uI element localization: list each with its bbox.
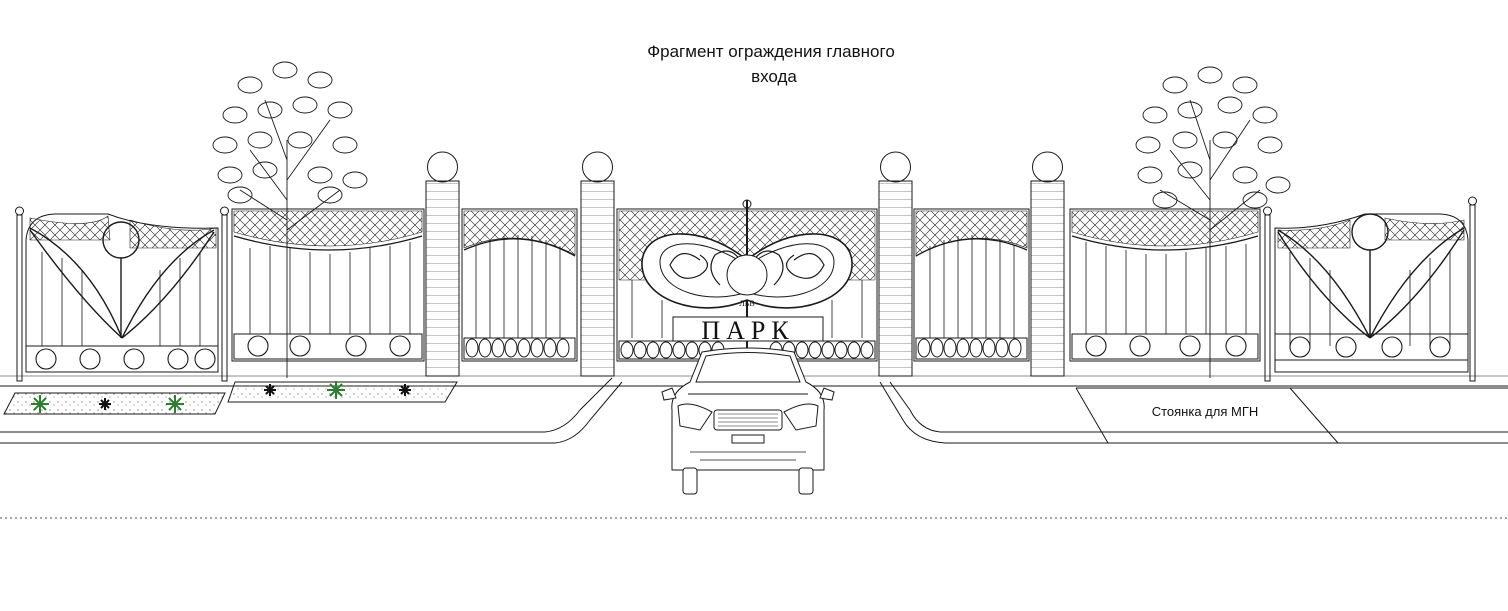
shrub-green-1	[31, 395, 49, 413]
gate-small-sign: ЛЬВ	[739, 299, 754, 308]
ground-lines	[0, 375, 1508, 519]
tree-left	[212, 61, 368, 378]
fence-panel-left-2	[231, 208, 425, 362]
title-line-1: Фрагмент ограждения главного	[647, 42, 895, 61]
pillar-2	[580, 151, 615, 377]
pillar-1	[425, 151, 460, 377]
flower-bed-left	[3, 381, 458, 415]
fence-panel-left-end	[15, 206, 229, 382]
park-sign: ПАРК	[701, 316, 794, 345]
fence-panel-right-2	[1069, 208, 1261, 362]
parking-label: Стоянка для МГН	[1152, 404, 1259, 419]
shrub-green-2	[166, 395, 184, 413]
mgn-parking: Стоянка для МГН	[1075, 387, 1508, 444]
title-line-2: входа	[751, 67, 797, 86]
fence-panel-right-3	[913, 208, 1030, 362]
drawing-title: Фрагмент ограждения главного входа	[647, 42, 895, 86]
pillar-3	[878, 151, 913, 377]
shrub-dark-1	[99, 398, 111, 410]
fence-panel-right-end	[1263, 196, 1477, 382]
shrub-green-3	[327, 381, 345, 399]
shrub-dark-3	[399, 384, 411, 396]
central-gate: ЛЬВ ПАРК	[616, 199, 878, 372]
car-front-view	[661, 347, 835, 495]
pillar-4	[1030, 151, 1065, 377]
fence-panel-left-3	[461, 208, 578, 362]
shrubs	[31, 381, 411, 413]
tree-right	[1135, 66, 1291, 378]
shrub-dark-2	[264, 384, 276, 396]
